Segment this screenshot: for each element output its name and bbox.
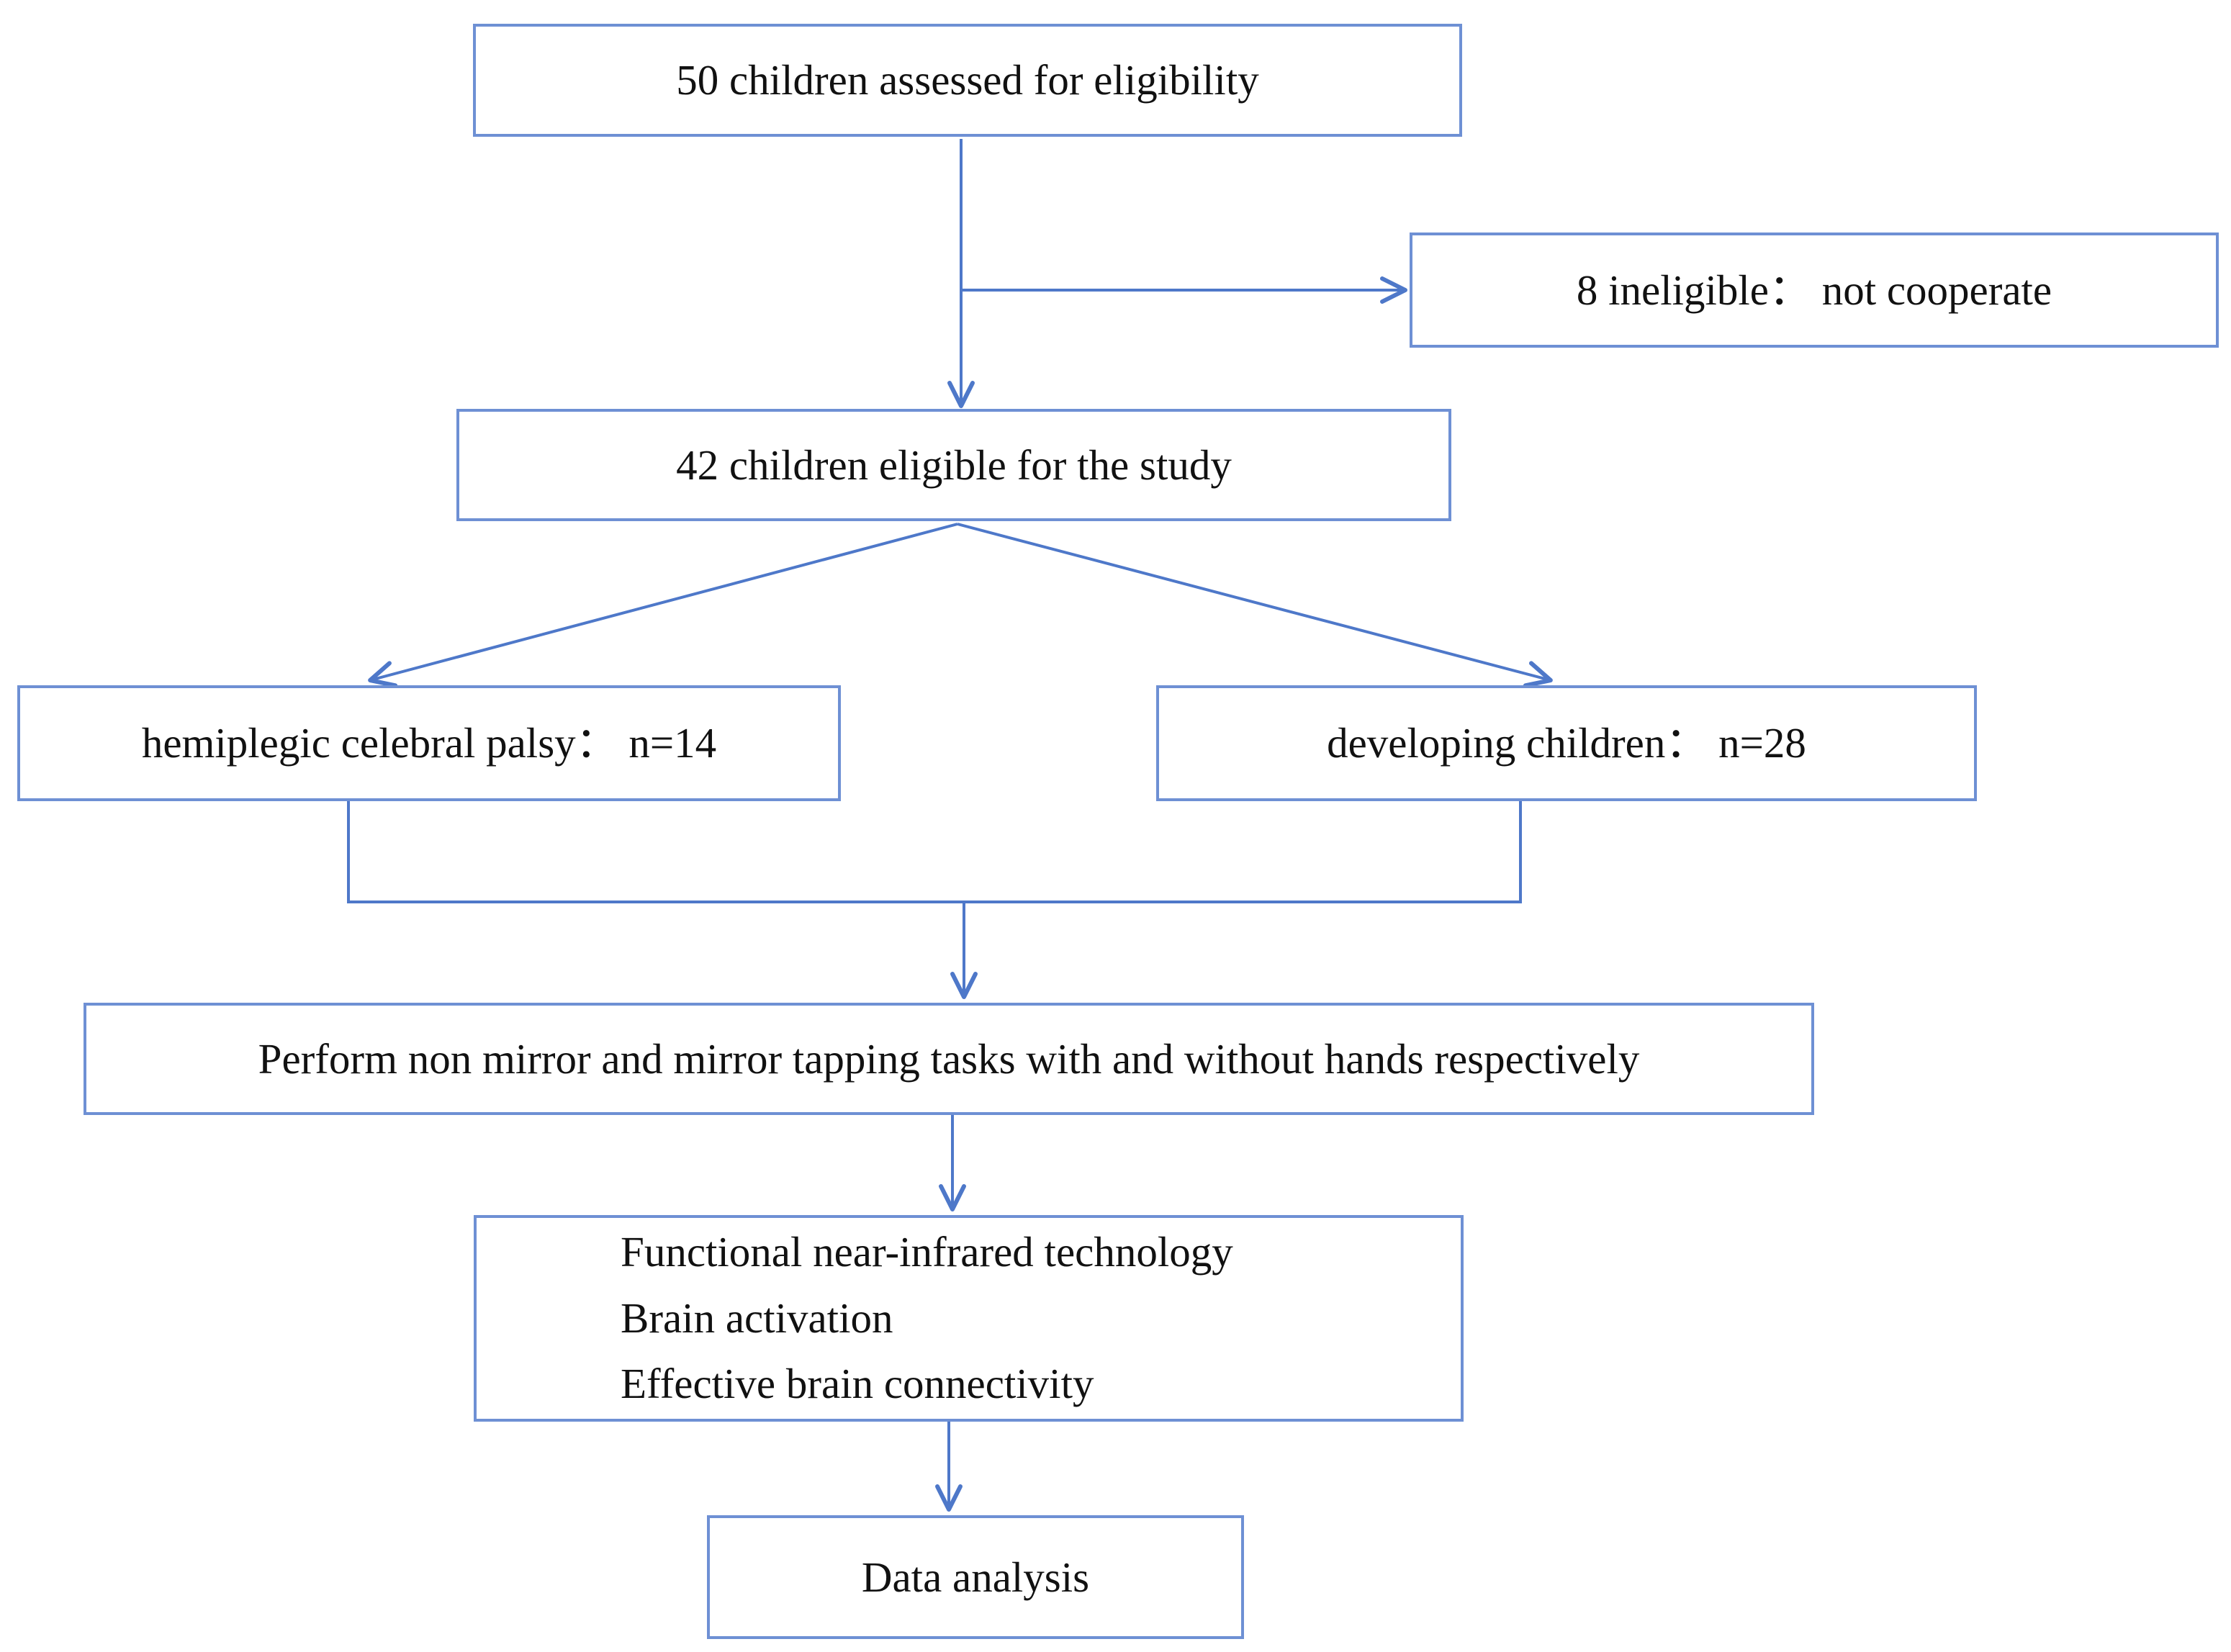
box-fnirs-line-2: Brain activation <box>621 1294 893 1342</box>
box-assessed-label: 50 children assessed for eligibility <box>676 56 1259 104</box>
box-developing-children-group: developing children： n=28 <box>1156 685 1977 801</box>
box-fnirs-line-1: Functional near-infrared technology <box>621 1228 1233 1276</box>
box-fnirs-measures: Functional near-infrared technology Brai… <box>474 1215 1464 1422</box>
box-developing-label: developing children： n=28 <box>1327 719 1806 767</box>
box-eligible-label: 42 children eligible for the study <box>676 441 1232 489</box>
box-ineligible-label: 8 ineligible： not cooperate <box>1576 266 2052 314</box>
box-fnirs-line-3: Effective brain connectivity <box>621 1360 1094 1408</box>
box-assessed-for-eligibility: 50 children assessed for eligibility <box>473 24 1462 137</box>
box-hemiplegic-label: hemiplegic celebral palsy： n=14 <box>141 719 717 767</box>
box-tapping-tasks: Perform non mirror and mirror tapping ta… <box>84 1003 1814 1115</box>
connector-eligible-to-hemiplegic <box>368 523 958 688</box>
box-data-analysis: Data analysis <box>707 1515 1244 1639</box>
box-analysis-label: Data analysis <box>861 1553 1090 1601</box>
box-tasks-label: Perform non mirror and mirror tapping ta… <box>258 1034 1640 1083</box>
box-eligible-for-study: 42 children eligible for the study <box>456 409 1451 521</box>
box-hemiplegic-cerebral-palsy-group: hemiplegic celebral palsy： n=14 <box>17 685 841 801</box>
connector-eligible-to-developing <box>957 523 1553 688</box>
box-ineligible: 8 ineligible： not cooperate <box>1410 233 2219 348</box>
